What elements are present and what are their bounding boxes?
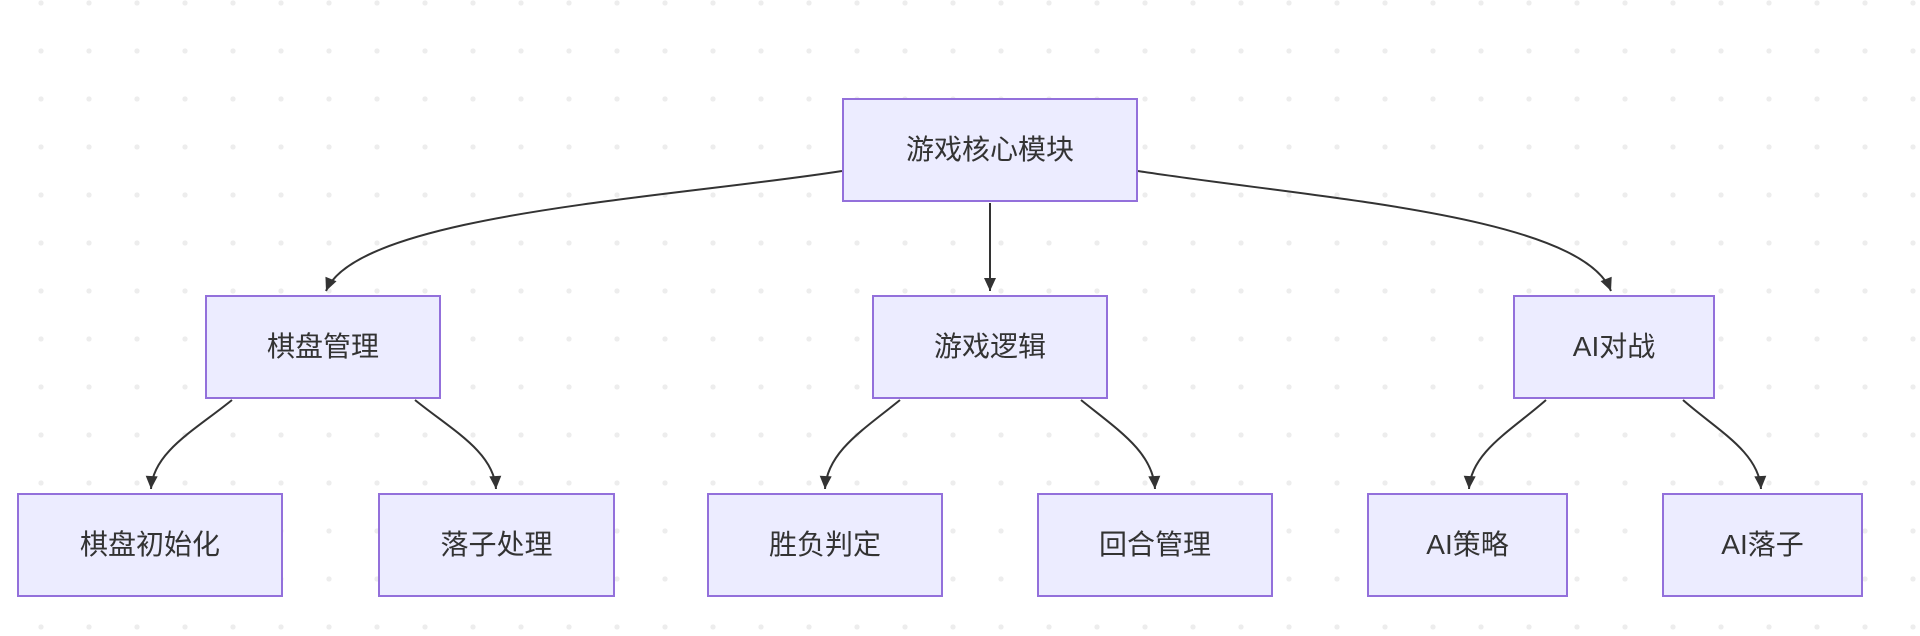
node-board-initialization-label: 棋盘初始化 [79, 529, 220, 561]
node-ai-move-label: AI落子 [1721, 529, 1804, 561]
node-board-initialization[interactable]: 棋盘初始化 [17, 493, 283, 597]
node-ai-battle-label: AI对战 [1572, 331, 1656, 363]
node-move-handling[interactable]: 落子处理 [378, 493, 615, 597]
node-game-logic[interactable]: 游戏逻辑 [872, 295, 1108, 399]
edge-logic-to-win [819, 399, 901, 490]
node-win-determination-label: 胜负判定 [768, 529, 881, 561]
node-turn-management[interactable]: 回合管理 [1037, 493, 1273, 597]
node-ai-strategy[interactable]: AI策略 [1367, 493, 1568, 597]
node-ai-battle[interactable]: AI对战 [1513, 295, 1715, 399]
node-game-logic-label: 游戏逻辑 [933, 331, 1046, 363]
edge-core-to-board [325, 170, 843, 292]
node-board-management-label: 棋盘管理 [266, 331, 379, 363]
node-win-determination[interactable]: 胜负判定 [707, 493, 943, 597]
node-ai-move[interactable]: AI落子 [1662, 493, 1863, 597]
edge-ai-to-strategy [1463, 399, 1547, 490]
edge-core-to-ai [1137, 170, 1612, 292]
node-turn-management-label: 回合管理 [1098, 529, 1211, 561]
edge-board-to-move [414, 399, 502, 490]
edge-board-to-init [145, 399, 233, 490]
node-ai-strategy-label: AI策略 [1426, 529, 1509, 561]
node-game-core-module[interactable]: 游戏核心模块 [842, 98, 1138, 202]
node-game-core-module-label: 游戏核心模块 [905, 134, 1074, 166]
node-move-handling-label: 落子处理 [440, 529, 553, 561]
edge-logic-to-turn [1080, 399, 1161, 490]
node-board-management[interactable]: 棋盘管理 [205, 295, 441, 399]
edge-ai-to-aimove [1682, 399, 1767, 490]
